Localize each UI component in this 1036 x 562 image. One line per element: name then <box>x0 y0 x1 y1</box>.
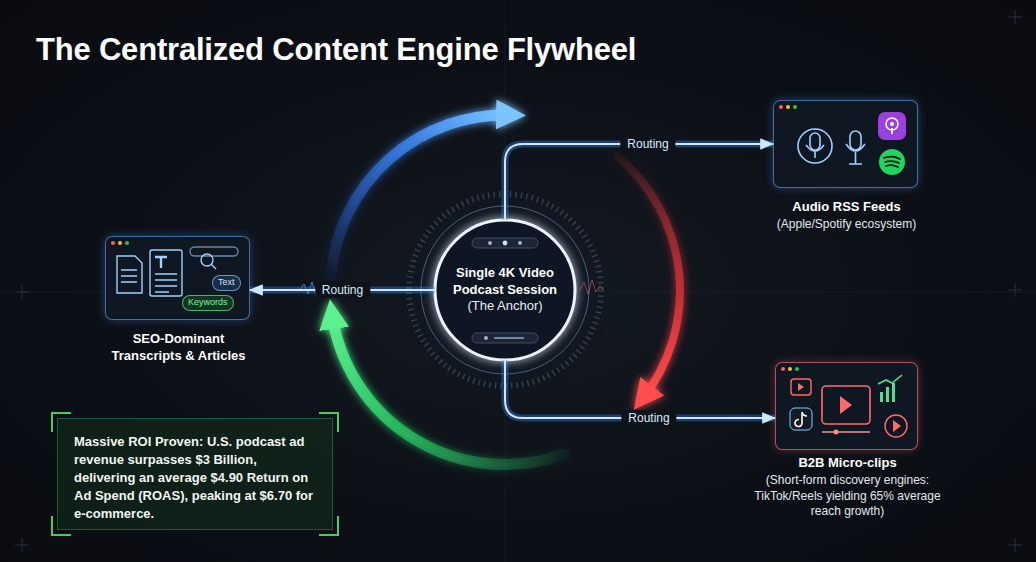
spotify-icon <box>879 149 905 175</box>
card-heading: Audio RSS Feeds <box>744 199 949 216</box>
corner-brackets <box>52 413 338 535</box>
connector-line <box>505 144 773 220</box>
anchor-hub: Single 4K Video Podcast Session(The Anch… <box>435 220 575 360</box>
hub-halo <box>395 180 615 400</box>
dot <box>125 241 129 245</box>
card-heading: B2B Micro-clips <box>744 455 951 472</box>
media-dot <box>503 241 508 246</box>
tiktok-icon <box>790 408 812 430</box>
stat-callout: Massive ROI Proven: U.S. podcast ad reve… <box>57 418 333 530</box>
trend-line <box>878 375 902 384</box>
card-caption: (Apple/Spotify ecosystem) <box>744 217 949 233</box>
connector-label: Routing <box>620 136 675 152</box>
dot <box>111 241 115 245</box>
crosshair <box>1008 10 1022 24</box>
media-bar <box>494 337 524 339</box>
doc-lines <box>155 274 177 292</box>
connector-label: Routing <box>315 282 370 298</box>
search-icon <box>201 254 213 266</box>
connector-label: Routing <box>621 410 676 426</box>
waveform <box>580 280 604 294</box>
search-icon <box>211 264 216 269</box>
media-dot <box>484 336 488 340</box>
media-dot <box>518 241 522 245</box>
hub-subtitle: (The Anchor) <box>444 298 566 315</box>
card-caption: (Short-form discovery engines: TikTok/Re… <box>744 473 951 520</box>
play-glyph <box>840 396 852 414</box>
doc-icon <box>117 256 142 293</box>
window-dots <box>111 105 799 371</box>
podcasts-glyph <box>891 128 893 134</box>
media-controls <box>472 238 538 248</box>
flywheel-arc-blue <box>331 115 511 275</box>
search-bar <box>190 247 238 256</box>
dot <box>118 241 122 245</box>
tag-pill: Keywords <box>182 295 234 311</box>
tag-pill: Text <box>212 275 241 291</box>
podcasts-icon <box>878 112 906 140</box>
mic-stand <box>806 145 824 158</box>
mic-stand <box>846 144 865 164</box>
media-dot <box>488 241 492 245</box>
mic-icon <box>850 131 861 150</box>
podcasts-glyph <box>890 122 894 126</box>
hub-outer-ring <box>421 206 589 374</box>
timeline-knob <box>834 430 839 435</box>
hub-ring <box>435 220 575 360</box>
stat-text: Massive ROI Proven: U.S. podcast ad reve… <box>74 433 316 523</box>
play-glyph <box>798 383 804 391</box>
flywheel-arc-red <box>617 156 680 398</box>
play-icon <box>791 379 811 395</box>
podcasts-glyph <box>886 118 898 130</box>
card-heading: SEO-Dominant Transcripts & Articles <box>98 331 259 365</box>
chart-bar <box>886 387 889 402</box>
chart-bar <box>880 392 883 402</box>
crosshair <box>15 538 29 552</box>
doc-icon <box>150 250 182 296</box>
tiktok-glyph <box>795 412 807 427</box>
timeline <box>822 431 870 432</box>
dot <box>786 105 790 109</box>
video-frame <box>822 386 870 424</box>
flywheel-arc-green <box>332 314 565 465</box>
crosshair <box>1008 283 1022 297</box>
dot <box>779 105 783 109</box>
crosshair <box>1008 538 1022 552</box>
audio-icons <box>798 129 865 164</box>
chart-bar <box>892 383 895 402</box>
channel-card: Audio RSS Feeds(Apple/Spotify ecosystem) <box>773 100 918 188</box>
dot <box>781 367 785 371</box>
connector-glow <box>505 144 773 220</box>
spotify-glyph <box>884 157 900 167</box>
hub-title: Single 4K Video Podcast Session <box>444 265 566 299</box>
media-controls <box>472 333 538 343</box>
type-glyph <box>155 257 167 268</box>
diagram-title: The Centralized Content Engine Flywheel <box>36 32 636 68</box>
channel-card: TextKeywordsSEO-Dominant Transcripts & A… <box>105 236 250 320</box>
dot <box>795 367 799 371</box>
mic-icon <box>810 133 820 150</box>
dot <box>793 105 797 109</box>
seo-icons <box>117 247 238 296</box>
hub-tick-ring <box>409 194 601 386</box>
play-icon <box>885 415 907 437</box>
doc-lines <box>121 270 137 282</box>
clip-icons <box>790 375 907 437</box>
routing-connector <box>505 144 773 220</box>
crosshair <box>15 285 29 299</box>
channel-card: B2B Micro-clips(Short-form discovery eng… <box>775 362 918 450</box>
grid-line <box>505 0 506 562</box>
mic-ring <box>798 129 832 163</box>
dot <box>788 367 792 371</box>
play-glyph <box>893 420 901 432</box>
